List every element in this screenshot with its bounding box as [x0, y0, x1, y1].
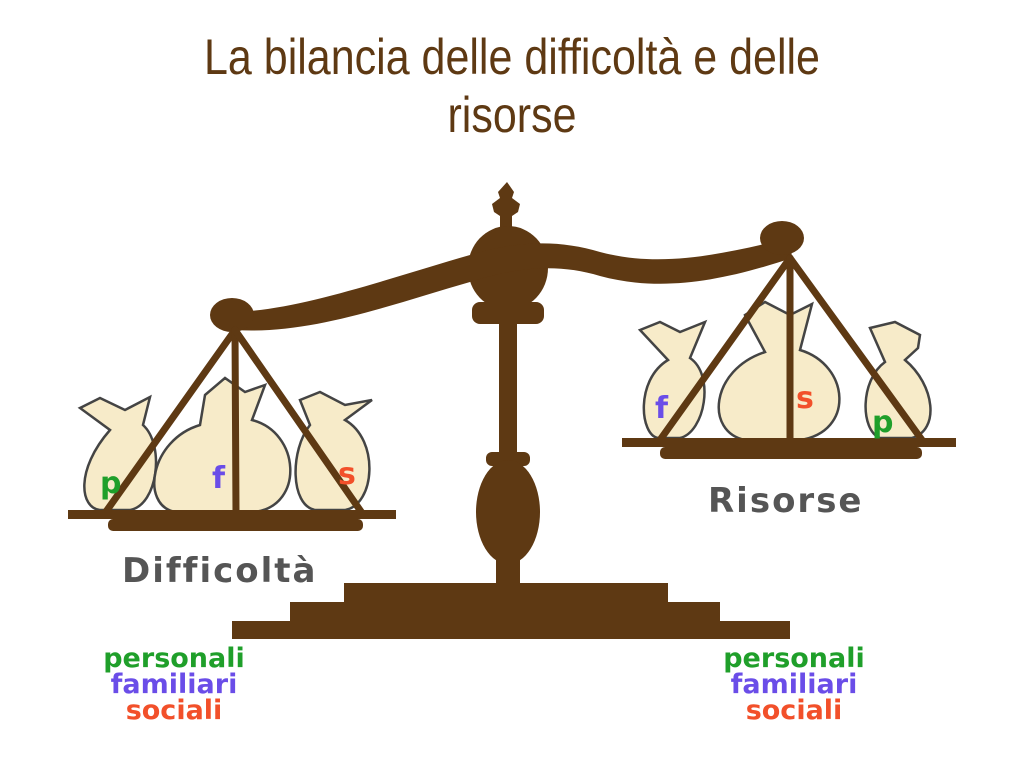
bag-p-left	[77, 394, 158, 512]
bag-letter-left-s: s	[338, 457, 356, 492]
categories-right: personali familiari sociali	[704, 643, 884, 726]
bag-letter-right-s: s	[796, 381, 814, 416]
category-personali: personali	[103, 643, 245, 674]
category-familiari: familiari	[730, 669, 858, 700]
label-risorse: Risorse	[708, 481, 864, 521]
bag-f-right	[637, 319, 708, 440]
label-difficolta: Difficoltà	[122, 551, 317, 591]
categories-left: personali familiari sociali	[84, 643, 264, 726]
bag-letter-left-p: p	[100, 466, 121, 501]
left-pan-strings	[101, 326, 366, 517]
bag-letter-left-f: f	[212, 461, 226, 496]
base-step-bottom	[232, 621, 790, 639]
left-pan-plate	[68, 510, 396, 519]
bag-s-right	[717, 300, 841, 442]
category-sociali: sociali	[125, 695, 223, 726]
beam-knob-right	[760, 221, 804, 255]
left-pan-base	[108, 519, 363, 531]
title-line-1: La bilancia delle difficoltà e delle	[204, 29, 820, 85]
scale-collar	[472, 302, 544, 324]
bag-p-right	[864, 320, 932, 440]
beam-knob-left	[210, 298, 254, 332]
scale-structure	[68, 182, 956, 639]
pole-lower	[496, 555, 520, 585]
pole-bulb	[476, 460, 540, 564]
scale-pole	[499, 320, 517, 470]
category-familiari: familiari	[110, 669, 238, 700]
bag-letter-right-p: p	[872, 405, 893, 440]
right-bags	[637, 300, 932, 442]
bag-s-left	[294, 390, 373, 512]
base-step-mid	[290, 602, 720, 622]
right-pan-base	[660, 447, 922, 459]
bag-letter-right-f: f	[655, 391, 669, 426]
right-pan-strings	[656, 254, 926, 444]
left-bags	[77, 376, 373, 514]
category-sociali: sociali	[745, 695, 843, 726]
category-personali: personali	[723, 643, 865, 674]
slide-title: La bilancia delle difficoltà e delle ris…	[72, 28, 953, 144]
scale-beam	[235, 238, 792, 331]
title-line-2: risorse	[447, 87, 577, 143]
right-pan-plate	[622, 438, 956, 447]
base-step-top	[344, 583, 668, 603]
scale-finial	[492, 182, 520, 240]
pole-ring	[486, 452, 530, 466]
